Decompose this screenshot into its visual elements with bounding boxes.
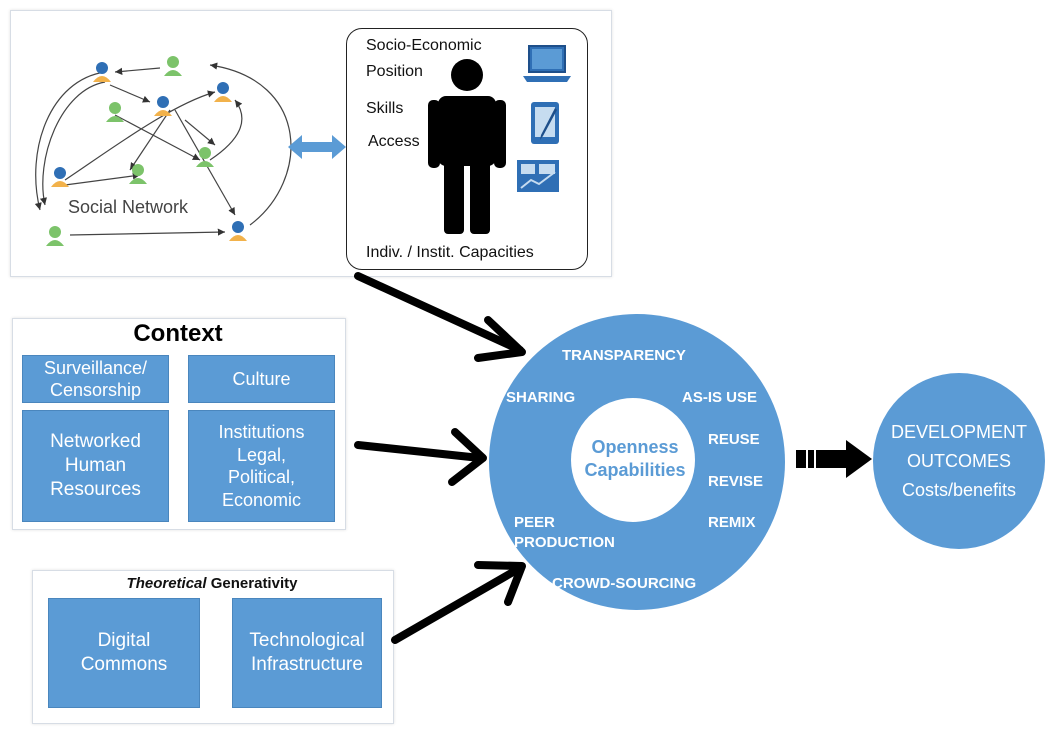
peer-production-label: PEER PRODUCTION xyxy=(514,514,615,551)
double-arrow-icon xyxy=(288,135,346,159)
openness-ring xyxy=(489,314,785,610)
arrow-from-context xyxy=(354,441,484,462)
digital-commons-box: Digital Commons xyxy=(48,598,200,708)
arrow-head-generativity xyxy=(474,561,526,606)
reuse-label: REUSE xyxy=(708,431,760,448)
outcomes-line1: DEVELOPMENT xyxy=(890,422,1028,442)
position-label: Position xyxy=(366,63,423,80)
transparency-label: TRANSPARENCY xyxy=(562,347,686,364)
openness-center-label: Openness Capabilities xyxy=(584,437,686,481)
as-is-use-label: AS-IS USE xyxy=(682,389,758,406)
revise-label: REVISE xyxy=(708,473,764,490)
culture-box: Culture xyxy=(188,355,335,403)
generativity-title: Theoretical Generativity xyxy=(32,575,392,592)
socio-economic-label: Socio-Economic xyxy=(366,37,482,54)
arrow-head-context xyxy=(448,428,487,486)
outcomes-line2: OUTCOMES xyxy=(906,451,1011,471)
institutions-box: Institutions Legal, Political, Economic xyxy=(188,410,335,522)
arrow-head-individual xyxy=(474,316,526,362)
dashboard-icon xyxy=(517,160,559,192)
crowd-sourcing-label: CROWD-SOURCING xyxy=(552,575,697,592)
arrow-from-generativity xyxy=(391,564,524,644)
person-icon xyxy=(46,56,247,246)
access-label: Access xyxy=(368,133,420,150)
social-network-label: Social Network xyxy=(68,197,189,217)
sharing-label: SHARING xyxy=(506,389,576,406)
capacities-label: Indiv. / Instit. Capacities xyxy=(366,244,534,261)
laptop-icon xyxy=(523,45,571,82)
person-silhouette-icon xyxy=(428,59,506,234)
context-title: Context xyxy=(133,320,223,347)
outcomes-line3: Costs/benefits xyxy=(901,480,1017,500)
social-network-graph xyxy=(34,62,292,236)
arrow-to-outcomes xyxy=(796,440,872,478)
surveillance-censorship-box: Surveillance/ Censorship xyxy=(22,355,169,403)
remix-label: REMIX xyxy=(708,514,756,531)
arrow-from-individual xyxy=(354,272,524,354)
technological-infrastructure-box: Technological Infrastructure xyxy=(232,598,382,708)
social-person-icons xyxy=(46,56,247,246)
generativity-title-italic: Theoretical xyxy=(126,575,207,592)
tablet-icon xyxy=(531,102,559,144)
skills-label: Skills xyxy=(366,100,404,117)
outcomes-circle xyxy=(873,373,1045,549)
networked-human-resources-box: Networked Human Resources xyxy=(22,410,169,522)
generativity-title-rest: Generativity xyxy=(206,575,298,592)
